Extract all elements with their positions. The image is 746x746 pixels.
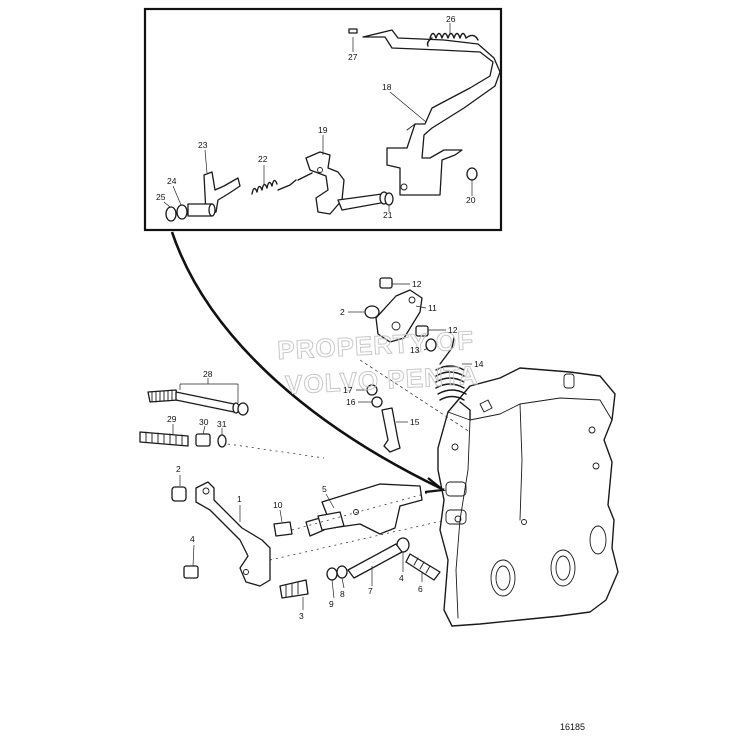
left-bolt-group: [139, 378, 325, 459]
callout-20: 20: [466, 195, 476, 205]
part-6-bolt: [405, 553, 441, 581]
callout-1: 1: [237, 494, 242, 504]
callout-7: 7: [368, 586, 373, 596]
part-12-nut: [379, 277, 393, 289]
part-20-washer: [466, 167, 478, 181]
callout-5: 5: [322, 484, 327, 494]
callout-9: 9: [329, 599, 334, 609]
part-10-bolt: [273, 521, 293, 537]
inset-detail: [143, 7, 503, 494]
lower-linkage-group: [171, 475, 447, 610]
part-2-bushing-lower: [171, 486, 187, 502]
part-17-washer: [366, 384, 378, 396]
callout-23: 23: [198, 140, 208, 150]
part-5-lever: [321, 483, 423, 535]
callout-15: 15: [410, 417, 420, 427]
inset-leader-curve: [170, 231, 441, 490]
part-30-nut: [195, 433, 211, 447]
callout-2-top: 2: [340, 307, 345, 317]
part-28-washer: [237, 402, 249, 416]
selector-lever-group: [348, 277, 472, 453]
inset-frame: [143, 7, 503, 232]
part-12-nut-lower: [415, 325, 429, 337]
callout-28: 28: [203, 369, 213, 379]
callout-14: 14: [474, 359, 484, 369]
part-13-washer: [425, 338, 437, 352]
part-24-washer: [176, 204, 188, 220]
callout-4-left: 4: [190, 534, 195, 544]
callout-31: 31: [217, 419, 227, 429]
callout-2-bottom: 2: [176, 464, 181, 474]
part-25-washer: [165, 206, 177, 222]
part-14-spring: [435, 337, 471, 421]
part-22-spring: [251, 172, 313, 195]
part-2-bushing-upper: [364, 305, 380, 319]
callout-19: 19: [318, 125, 328, 135]
inset-leader-arrowhead: [424, 477, 446, 494]
callout-8: 8: [340, 589, 345, 599]
part-31-washer: [217, 434, 227, 448]
part-19-lever: [305, 151, 389, 215]
callout-4-right: 4: [399, 573, 404, 583]
part-26-spring: [426, 32, 479, 47]
callout-3: 3: [299, 611, 304, 621]
callout-24: 24: [167, 176, 177, 186]
part-27-pin: [348, 28, 358, 34]
watermark-line-1: PROPERTY OF: [277, 325, 475, 365]
callout-13: 13: [410, 345, 420, 355]
upper-leaders: [348, 283, 472, 433]
watermark: PROPERTY OF VOLVO PENTA: [276, 325, 480, 401]
callout-6: 6: [418, 584, 423, 594]
callout-29: 29: [167, 414, 177, 424]
part-9-washer: [326, 567, 338, 581]
callout-17: 17: [343, 385, 353, 395]
callout-27: 27: [348, 52, 358, 62]
part-7-rod: [347, 543, 403, 579]
watermark-line-2: VOLVO PENTA: [284, 360, 479, 400]
callout-25: 25: [156, 192, 166, 202]
inset-leaders: [163, 23, 473, 212]
callout-16: 16: [346, 397, 356, 407]
callout-18: 18: [382, 82, 392, 92]
callout-12-bottom: 12: [448, 325, 458, 335]
callout-26: 26: [446, 14, 456, 24]
part-18-lever-bracket: [362, 29, 501, 196]
drawing-number: 16185: [560, 722, 585, 732]
part-1-lever: [195, 481, 271, 587]
part-16-washer: [371, 396, 383, 408]
callout-12-top: 12: [412, 279, 422, 289]
part-3-bolt: [279, 579, 309, 599]
callout-22: 22: [258, 154, 268, 164]
callout-labels: 26 27 18 19 23 22 24 25 21 20 12 11 2 12…: [156, 14, 484, 621]
part-8-washer: [336, 565, 348, 579]
part-23-lever-arm: [187, 171, 241, 217]
part-15-shaft: [381, 407, 401, 453]
callout-11: 11: [428, 303, 437, 313]
part-21-washer: [384, 192, 394, 206]
callout-10: 10: [273, 500, 283, 510]
callout-21: 21: [383, 210, 393, 220]
callout-30: 30: [199, 417, 209, 427]
part-4-nut: [183, 565, 199, 579]
